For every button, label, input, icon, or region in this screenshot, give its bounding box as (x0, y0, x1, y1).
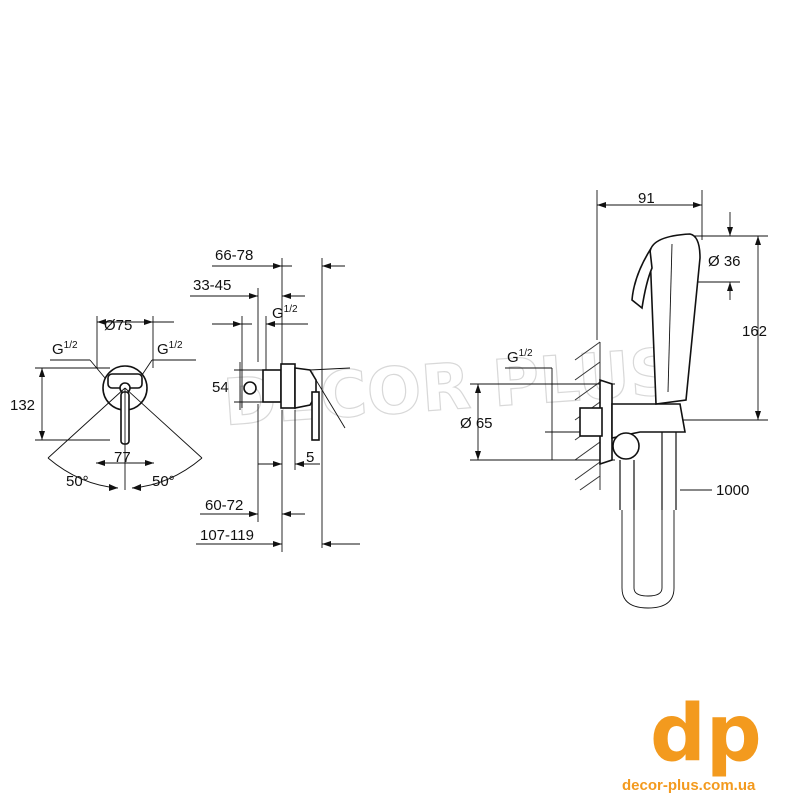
side-dim-66-78: 66-78 (215, 247, 253, 264)
side-thread-label: G1/2 (272, 304, 298, 322)
front-angle-right-label: 50° (152, 473, 175, 490)
website-url[interactable]: decor-plus.com.ua (622, 777, 756, 794)
shower-height-162: 162 (742, 323, 767, 340)
side-dim-107-119: 107-119 (200, 527, 254, 544)
shower-diameter-65: Ø 65 (460, 415, 493, 432)
front-width-label: 77 (114, 449, 131, 466)
side-dim-33-45: 33-45 (193, 277, 231, 294)
front-thread-left-label: G1/2 (52, 340, 78, 358)
front-thread-right-label: G1/2 (157, 340, 183, 358)
dp-logo: dp (650, 689, 762, 779)
shower-width-91: 91 (638, 190, 655, 207)
side-dim-5: 5 (306, 449, 314, 466)
side-dim-54: 54 (212, 379, 229, 396)
front-diameter-label: Ø75 (104, 317, 132, 334)
front-angle-left-label: 50° (66, 473, 89, 490)
front-height-label: 132 (10, 397, 35, 414)
side-view: 66-78 33-45 G1/2 54 (190, 247, 360, 552)
hose-length-1000: 1000 (716, 482, 749, 499)
shower-thread-label: G1/2 (507, 348, 533, 366)
brand-logo: dp (650, 689, 762, 779)
front-view: Ø75 G1/2 G1/2 132 77 50° (10, 316, 203, 491)
hand-shower (631, 233, 701, 405)
side-dim-60-72: 60-72 (205, 497, 243, 514)
shower-diameter-36: Ø 36 (708, 253, 741, 270)
shower-set-view: 91 Ø 36 162 G1/2 Ø 65 (460, 190, 768, 609)
